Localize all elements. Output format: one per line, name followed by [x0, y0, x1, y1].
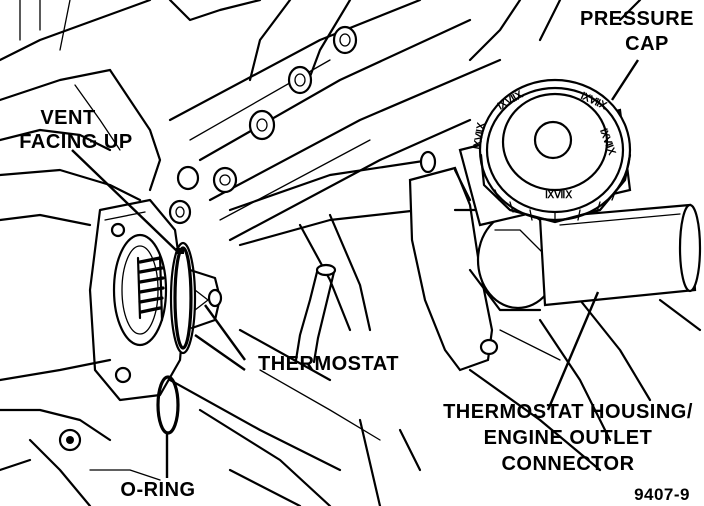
- manifold-bolt: [212, 166, 238, 194]
- pressure-cap-leader: [610, 59, 640, 101]
- manifold-bolt: [332, 25, 358, 55]
- thermostat-housing-label-line1: THERMOSTAT HOUSING/: [443, 401, 693, 423]
- vent-facing-up-label-line2: FACING UP: [19, 131, 132, 153]
- o-ring: [156, 375, 180, 435]
- pressure-cap: ⅨⅦⅩ ⅨⅦⅩ ⅨⅦⅩ ⅨⅦⅩ ⅨⅦⅩ: [472, 78, 632, 224]
- vent-facing-up-label-line1: VENT: [40, 107, 95, 129]
- thermostat: [136, 241, 223, 355]
- bypass-tube: [294, 263, 337, 364]
- manifold-bolt: [287, 65, 313, 95]
- thermostat-leader-lower: [194, 334, 246, 371]
- thermostat-label: THERMOSTAT: [258, 353, 399, 375]
- pressure-cap-label-line1: PRESSURE: [580, 8, 694, 30]
- manifold-bolt: [176, 165, 200, 191]
- svg-text:ⅨⅦⅩ: ⅨⅦⅩ: [545, 190, 572, 201]
- manifold-bolt: [168, 199, 192, 225]
- vent-leader: [71, 149, 179, 253]
- svg-text:ⅨⅦⅩ: ⅨⅦⅩ: [472, 122, 488, 151]
- manifold-bolt: [248, 109, 276, 141]
- thermostat-housing-label-line3: CONNECTOR: [501, 453, 634, 475]
- housing-leader: [546, 291, 600, 411]
- thermostat-leader-upper: [204, 304, 246, 361]
- figure-number: 9407-9: [634, 485, 690, 504]
- o-ring-label: O-RING: [120, 479, 195, 501]
- thermostat-housing-label-line2: ENGINE OUTLET: [484, 427, 653, 449]
- pressure-cap-label-line2: CAP: [625, 33, 669, 55]
